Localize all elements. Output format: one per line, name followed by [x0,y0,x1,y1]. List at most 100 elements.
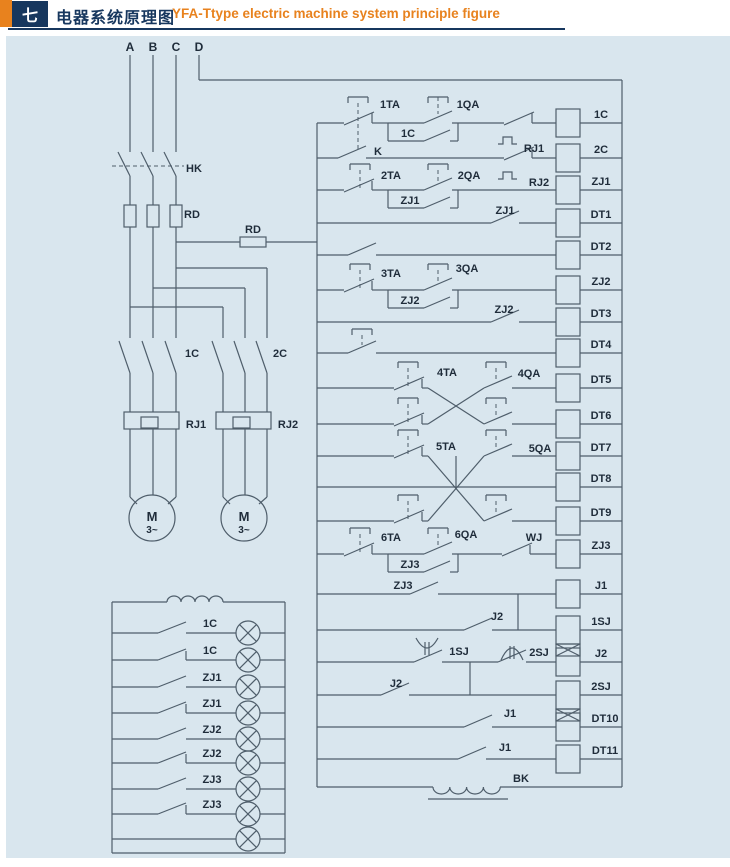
wire [222,496,231,505]
wire [393,509,425,524]
symbol-path [415,637,439,649]
label-j1: J1 [595,580,607,592]
label-zj3: ZJ3 [401,559,420,571]
symbol-path [166,595,224,603]
wire [157,727,187,740]
wire [337,145,367,159]
component-box [555,338,581,368]
lamp-icon [239,624,257,642]
section-index-badge: 七 [12,1,48,27]
label-dt11: DT11 [592,745,618,757]
wire [255,340,268,374]
label-1c: 1C [401,128,415,140]
wire [393,444,425,459]
header-underline [8,28,565,30]
page-title-en: YFA-Ttype electric machine system princi… [172,6,500,21]
component-box [555,579,581,609]
label-6ta: 6TA [381,532,401,544]
label-hk: HK [186,163,202,175]
wire [347,242,377,256]
label-k: K [374,146,382,158]
label-j2: J2 [595,648,607,660]
label-dt5: DT5 [591,374,612,386]
label-2c: 2C [594,144,608,156]
wire [463,617,493,631]
wire [157,701,187,714]
label-4ta: 4TA [437,367,457,379]
label-6qa: 6QA [455,529,478,541]
component-box [555,208,581,238]
wire [503,146,535,161]
label-zj2: ZJ2 [495,304,514,316]
component-box [555,506,581,536]
label-dt7: DT7 [591,442,612,454]
wire [380,682,410,696]
label-1c: 1C [594,109,608,121]
label-d: D [195,40,204,54]
wire [457,746,487,760]
wire [393,412,425,427]
wire [157,648,187,661]
wire [497,649,527,663]
time-relay-cross [555,708,581,722]
wire [140,151,154,177]
accent-strip [0,0,12,27]
lamp-icon [235,674,261,700]
label-zj2: ZJ2 [592,276,611,288]
wire [163,151,177,177]
lamp-icon [235,750,261,776]
time-relay-cross [555,643,581,657]
label-2ta: 2TA [381,170,401,182]
wire [483,411,513,425]
lamp-icon [235,647,261,673]
component-box [555,712,581,742]
wire [157,777,187,790]
component-box [555,307,581,337]
wire [343,278,375,293]
wire [423,560,451,573]
label-zj3: ZJ3 [592,540,611,552]
label-zj1: ZJ1 [592,176,611,188]
label-1sj: 1SJ [591,616,611,628]
label-c: C [172,40,181,54]
label-4qa: 4QA [518,368,541,380]
label-zj3: ZJ3 [203,799,222,811]
wire [343,542,375,557]
label-2c: 2C [273,348,287,360]
label-dt9: DT9 [591,507,612,519]
symbol-path [432,786,501,795]
wire [157,621,187,634]
label-zj1: ZJ1 [496,205,515,217]
label-dt4: DT4 [591,339,613,351]
motor-circle [128,494,176,542]
label-wj: WJ [526,532,543,544]
label-1sj: 1SJ [449,646,469,658]
label-5qa: 5QA [529,443,552,455]
wire [409,581,439,595]
wire [501,542,533,557]
label-3~: 3~ [238,525,250,536]
label-zj3: ZJ3 [203,774,222,786]
symbol-path [498,171,517,180]
symbol-path [498,136,517,145]
component-box [555,647,581,677]
wire [423,177,453,191]
wire [141,340,154,374]
label-bk: BK [513,773,529,785]
wire [463,714,493,728]
label-b: B [149,40,158,54]
label-zj2: ZJ2 [203,724,222,736]
lamp-icon [239,651,257,669]
label-zj2: ZJ2 [401,295,420,307]
component-box [146,204,160,228]
label-5ta: 5TA [436,441,456,453]
label-1ta: 1TA [380,99,400,111]
component-box [232,416,251,429]
label-rd: RD [184,209,200,221]
label-dt8: DT8 [591,473,612,485]
label-m: M [239,509,250,524]
label-a: A [126,40,135,54]
component-box [555,240,581,270]
label-1qa: 1QA [457,99,480,111]
wire [483,443,513,457]
